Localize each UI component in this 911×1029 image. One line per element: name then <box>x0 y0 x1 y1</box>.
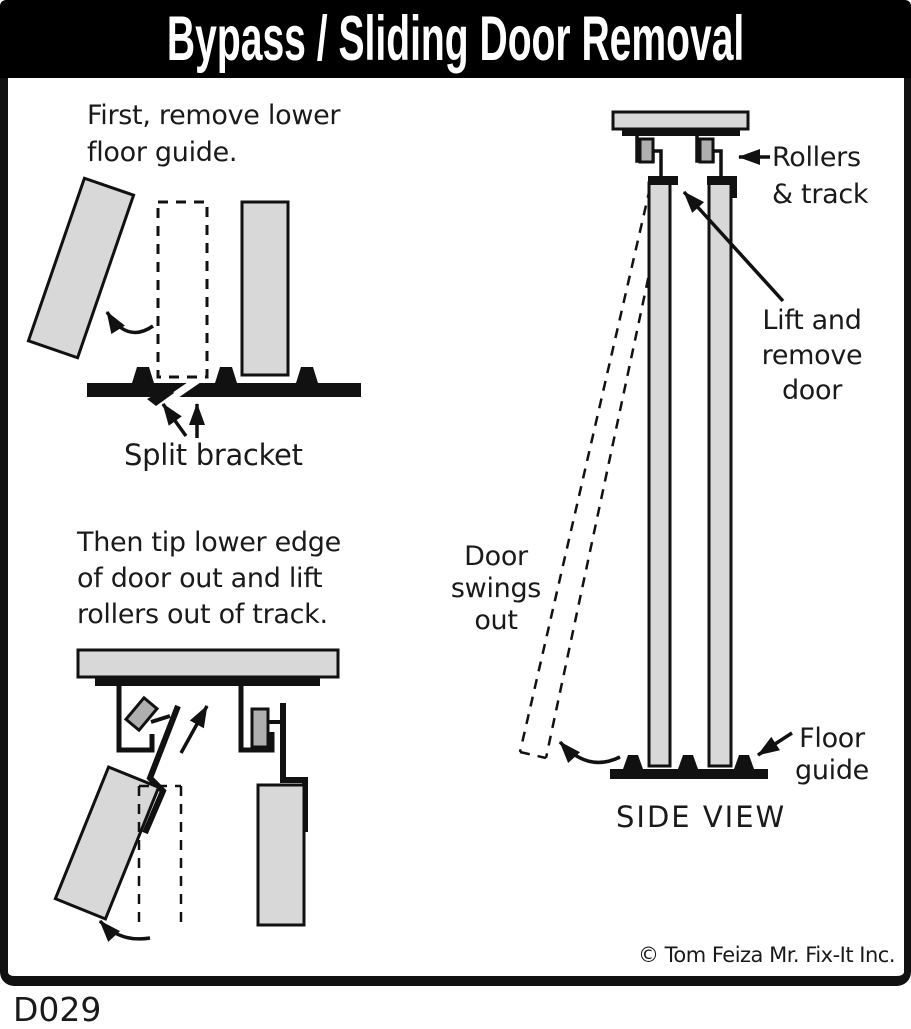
step2-header-bar <box>76 648 340 679</box>
sv-ceiling-bar <box>611 110 750 131</box>
sv-dashed-swing-door <box>518 187 669 760</box>
side-view-caption: SIDE VIEW <box>616 800 787 834</box>
sv-right-roller <box>698 137 715 164</box>
sv-right-door-cap <box>707 176 737 185</box>
step2-tilted-door <box>53 765 161 921</box>
sv-right-strap <box>713 149 723 178</box>
step2-swing-arrow <box>98 919 151 942</box>
split-arrow-left <box>161 402 188 438</box>
sv-left-door <box>647 181 672 768</box>
step1-tip-arrow <box>105 311 154 335</box>
step1-split-tab <box>147 387 174 406</box>
step2-right-roller <box>250 707 270 749</box>
step1-door-outline-dashed <box>156 200 209 379</box>
step2-left-axle <box>150 714 171 724</box>
page-title: Bypass / Sliding Door Removal <box>166 4 745 74</box>
sv-lift-arrow <box>682 190 785 303</box>
rollers-track-label: Rollers & track <box>772 142 869 210</box>
split-bracket-label: Split bracket <box>124 438 303 472</box>
sv-right-cap-tab <box>731 183 737 198</box>
floor-guide-label: Floor guide <box>794 723 869 786</box>
door-swings-out-label: Door swings out <box>450 541 542 636</box>
side-view-illustration <box>518 110 793 779</box>
step2-lift-arrow <box>179 705 209 754</box>
step1-tilted-door <box>26 176 136 360</box>
sv-track <box>622 129 740 136</box>
step2-illustration <box>53 648 340 942</box>
step2-right-hanger-hook <box>238 684 275 753</box>
copyright-text: © Tom Feiza Mr. Fix-It Inc. <box>637 943 896 967</box>
step1-upright-door <box>240 200 290 377</box>
step1-illustration <box>26 176 361 438</box>
document-id: D029 <box>13 990 102 1029</box>
step1-floor-guide <box>87 367 361 406</box>
title-banner: Bypass / Sliding Door Removal <box>0 0 911 78</box>
step2-left-roller <box>123 695 160 733</box>
step2-caption: Then tip lower edge of door out and lift… <box>77 527 341 630</box>
step2-door-outline-dashed <box>137 784 183 930</box>
lift-remove-door-label: Lift and remove door <box>761 305 863 406</box>
step1-split-gap <box>162 380 204 400</box>
sv-left-strap <box>653 149 663 178</box>
step1-caption: First, remove lower floor guide. <box>87 100 341 168</box>
sv-left-roller <box>638 137 655 164</box>
sv-floor-guide <box>610 755 768 779</box>
sv-swing-arrow <box>558 740 621 765</box>
step2-upright-door <box>256 783 306 927</box>
step2-left-strap <box>142 704 181 835</box>
sv-left-door-cap <box>648 176 678 185</box>
sv-floor-guide-arrow <box>757 731 793 757</box>
step2-left-hanger-hook <box>116 684 155 753</box>
step2-track <box>95 677 320 686</box>
sv-right-door <box>707 181 733 768</box>
